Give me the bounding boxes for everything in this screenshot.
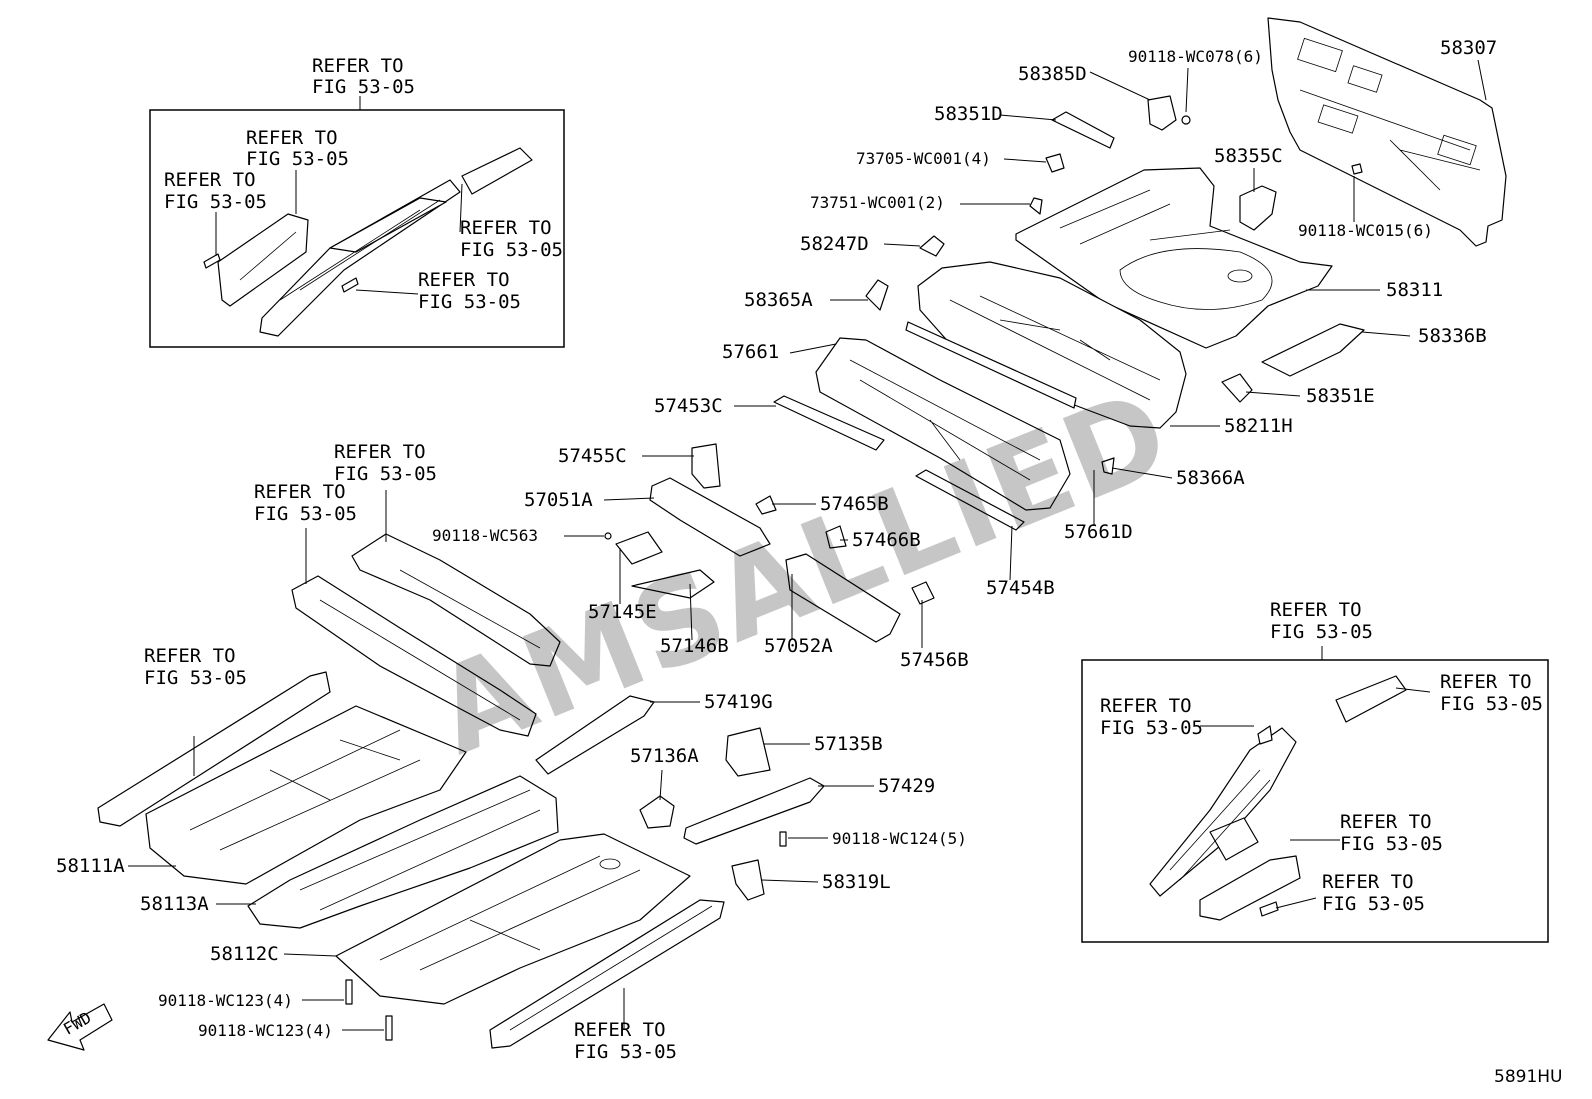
inset-rear-side-member [1149, 675, 1407, 921]
refer-line2: FIG 53-05 [418, 291, 521, 313]
callout-90118-WC123-a: 90118-WC123(4) [158, 991, 293, 1010]
part-58111A-front-floor-left [97, 671, 467, 885]
callout-57419G: 57419G [704, 691, 773, 713]
callout-58351E: 58351E [1306, 385, 1375, 407]
part-front-rails [535, 695, 825, 901]
refer-line2: FIG 53-05 [1440, 693, 1543, 715]
refer-line1: REFER TO [246, 127, 338, 149]
fwd-arrow: FWD [47, 1003, 113, 1051]
callout-58311: 58311 [1386, 279, 1443, 301]
callout-57453C: 57453C [654, 395, 723, 417]
callout-57052A: 57052A [764, 635, 833, 657]
refer-line1: REFER TO [1440, 671, 1532, 693]
refer-line2: FIG 53-05 [574, 1041, 677, 1063]
callout-58247D: 58247D [800, 233, 869, 255]
part-callouts: 58307 58385D 90118-WC078(6) 58351D 58355… [56, 37, 1497, 1040]
small-brackets-top [865, 95, 1365, 475]
diagram-code: 5891HU [1494, 1067, 1563, 1087]
callout-57661: 57661 [722, 341, 779, 363]
part-57661-side-member [815, 337, 1071, 511]
bolts [345, 979, 393, 1041]
refer-line1: REFER TO [144, 645, 236, 667]
callout-57455C: 57455C [558, 445, 627, 467]
refer-line2: FIG 53-05 [1100, 717, 1203, 739]
part-front-side-members [291, 533, 561, 737]
refer-line1: REFER TO [334, 441, 426, 463]
part-58112C-front-floor-right [335, 833, 691, 1005]
refer-line1: REFER TO [1322, 871, 1414, 893]
refer-line1: REFER TO [1100, 695, 1192, 717]
callout-58319L: 58319L [822, 871, 891, 893]
refer-line2: FIG 53-05 [1322, 893, 1425, 915]
refer-line2: FIG 53-05 [246, 148, 349, 170]
callout-57051A: 57051A [524, 489, 593, 511]
callout-57454B: 57454B [986, 577, 1055, 599]
callout-57136A: 57136A [630, 745, 699, 767]
callout-58111A: 58111A [56, 855, 125, 877]
callout-90118-WC124: 90118-WC124(5) [832, 829, 967, 848]
callout-58211H: 58211H [1224, 415, 1293, 437]
callout-57429: 57429 [878, 775, 935, 797]
callout-90118-WC015: 90118-WC015(6) [1298, 221, 1433, 240]
refer-line1: REFER TO [418, 269, 510, 291]
refer-line2: FIG 53-05 [460, 239, 563, 261]
watermark-text: AMSALLIED [417, 363, 1188, 782]
refer-line1: REFER TO [164, 169, 256, 191]
callout-57466B: 57466B [852, 529, 921, 551]
refer-line2: FIG 53-05 [254, 503, 357, 525]
callout-57145E: 57145E [588, 601, 657, 623]
part-rails [773, 395, 1025, 531]
refer-line1: REFER TO [1340, 811, 1432, 833]
callout-58112C: 58112C [210, 943, 279, 965]
callout-90118-WC123-b: 90118-WC123(4) [198, 1021, 333, 1040]
part-58211H-rear-crossmember [905, 261, 1187, 429]
refer-line2: FIG 53-05 [312, 76, 415, 98]
refer-line2: FIG 53-05 [1340, 833, 1443, 855]
callout-58366A: 58366A [1176, 467, 1245, 489]
callout-58365A: 58365A [744, 289, 813, 311]
callout-73705-WC001: 73705-WC001(4) [856, 149, 991, 168]
callout-58355C: 58355C [1214, 145, 1283, 167]
callout-58351D: 58351D [934, 103, 1003, 125]
callout-57456B: 57456B [900, 649, 969, 671]
refer-line1: REFER TO [254, 481, 346, 503]
callout-58336B: 58336B [1418, 325, 1487, 347]
callout-57135B: 57135B [814, 733, 883, 755]
callout-58385D: 58385D [1018, 63, 1087, 85]
part-center-crossmembers [604, 443, 935, 643]
callout-57465B: 57465B [820, 493, 889, 515]
inset-box-bottom-right [1081, 659, 1549, 943]
refer-line1: REFER TO [574, 1019, 666, 1041]
refer-line1: REFER TO [460, 217, 552, 239]
part-58113A-tunnel [247, 775, 559, 929]
refer-line2: FIG 53-05 [1270, 621, 1373, 643]
inset-box-top-left [149, 109, 565, 348]
callout-73751-WC001: 73751-WC001(2) [810, 193, 945, 212]
part-58307-rear-panel [1267, 17, 1507, 247]
part-rocker-sill [489, 899, 725, 1049]
refer-line2: FIG 53-05 [144, 667, 247, 689]
refer-line1: REFER TO [1270, 599, 1362, 621]
callout-57661D: 57661D [1064, 521, 1133, 543]
callout-58113A: 58113A [140, 893, 209, 915]
refer-labels: REFER TO FIG 53-05 REFER TO FIG 53-05 RE… [144, 55, 1543, 1063]
refer-line2: FIG 53-05 [164, 191, 267, 213]
refer-line2: FIG 53-05 [334, 463, 437, 485]
leader-lines [128, 59, 1487, 1031]
callout-58307: 58307 [1440, 37, 1497, 59]
callout-90118-WC078: 90118-WC078(6) [1128, 47, 1263, 66]
refer-line1: REFER TO [312, 55, 404, 77]
callout-90118-WC563: 90118-WC563 [432, 526, 538, 545]
inset-front-side-member [203, 147, 533, 337]
callout-57146B: 57146B [660, 635, 729, 657]
